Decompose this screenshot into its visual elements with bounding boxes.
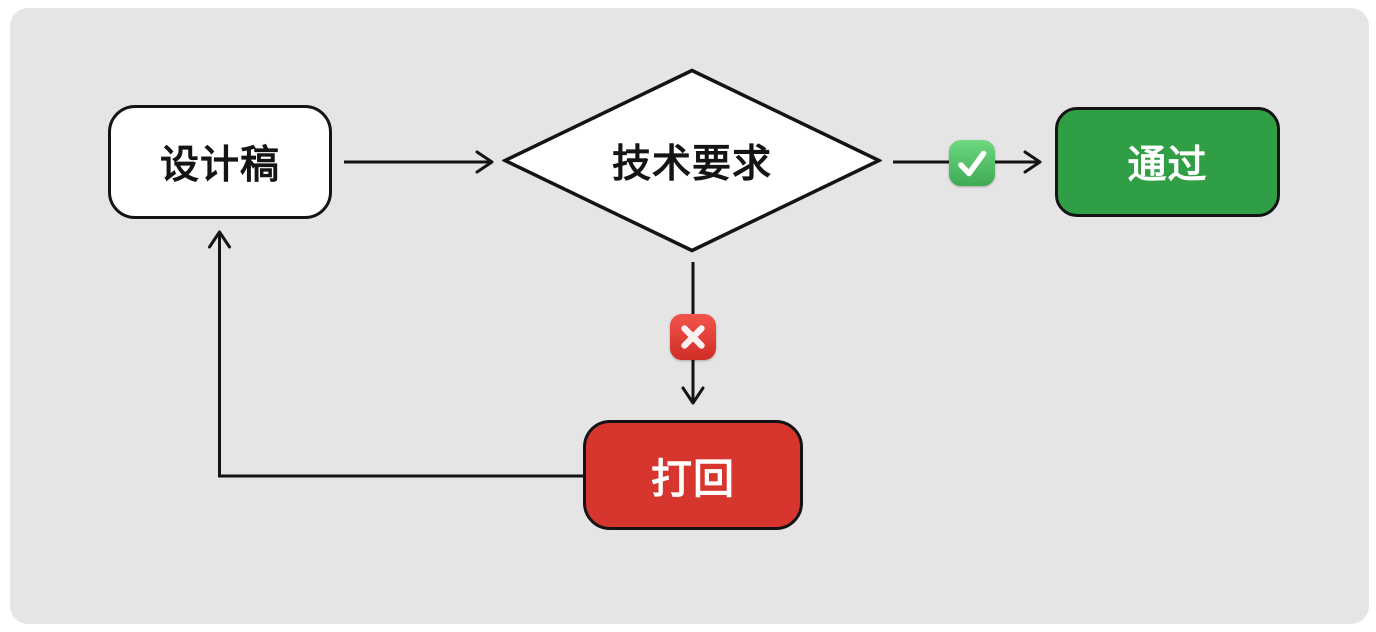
diamond-shape (502, 68, 882, 253)
node-tech-requirements: 技术要求 (502, 68, 882, 253)
node-tech-requirements-label: 技术要求 (611, 142, 772, 186)
node-pass-label: 通过 (1127, 144, 1208, 187)
cross-mark-icon (669, 313, 717, 361)
node-reject: 打回 (583, 420, 803, 530)
node-reject-label: 打回 (651, 456, 735, 502)
node-pass: 通过 (1055, 107, 1280, 217)
node-design-draft: 设计稿 (108, 105, 332, 219)
check-mark-icon (948, 139, 996, 187)
node-design-draft-label: 设计稿 (159, 144, 280, 187)
